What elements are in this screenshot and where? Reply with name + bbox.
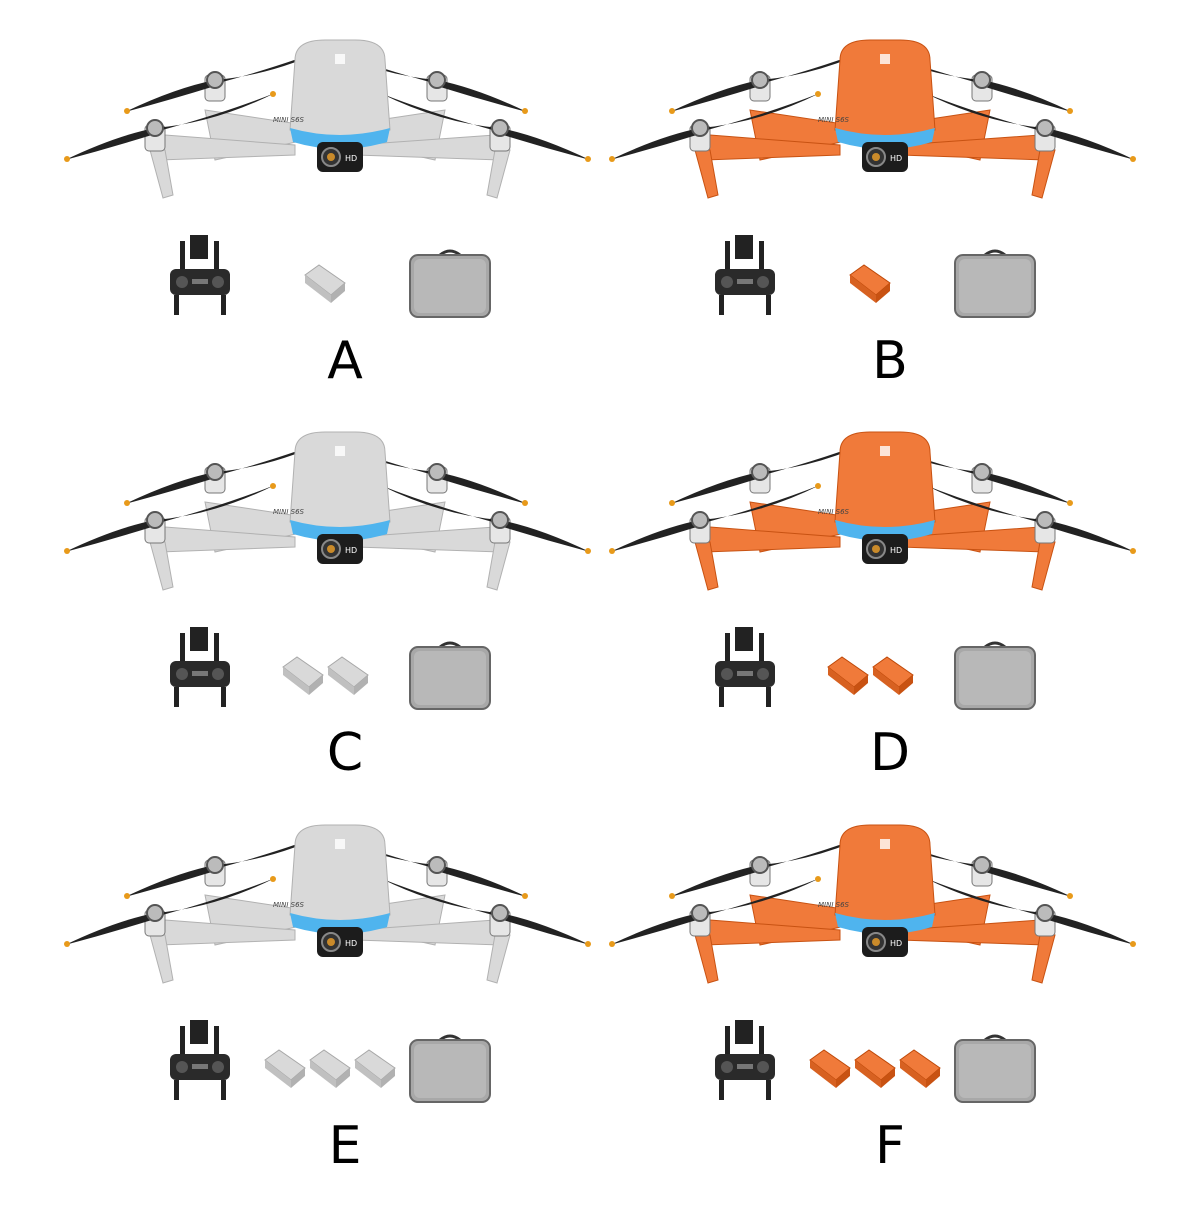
- propeller-icon: [64, 91, 276, 162]
- propeller-icon: [669, 435, 881, 506]
- carry-case-icon: [954, 249, 1036, 318]
- propeller-icon: [924, 91, 1136, 162]
- option-letter: D: [869, 723, 911, 783]
- drone-image: HD MINI S6S: [64, 39, 591, 199]
- carry-case-icon: [954, 1034, 1036, 1103]
- camera-label: HD: [890, 546, 902, 555]
- led-band: [835, 520, 935, 541]
- battery-icon: [327, 656, 369, 695]
- led-band: [835, 913, 935, 934]
- camera-label: HD: [345, 546, 357, 555]
- option-c: HD MINI S6S C: [55, 422, 615, 822]
- option-e: HD MINI S6S E: [55, 815, 615, 1215]
- propeller-icon: [124, 828, 336, 899]
- model-label: MINI S6S: [818, 901, 850, 909]
- brand-logo: [335, 839, 345, 849]
- propeller-icon: [64, 876, 276, 947]
- battery-icon: [809, 1049, 851, 1088]
- propeller-icon: [609, 876, 821, 947]
- remote-controller-icon: [170, 235, 230, 315]
- propeller-icon: [861, 828, 1073, 899]
- drone-image: HD MINI S6S: [64, 431, 591, 591]
- propeller-icon: [379, 876, 591, 947]
- camera-label: HD: [345, 154, 357, 163]
- battery-icon: [849, 264, 891, 303]
- brand-logo: [880, 54, 890, 64]
- model-label: MINI S6S: [273, 508, 305, 516]
- remote-controller-icon: [715, 627, 775, 707]
- propeller-icon: [861, 43, 1073, 114]
- option-b: HD MINI S6S B: [600, 30, 1160, 430]
- led-band: [290, 913, 390, 934]
- model-label: MINI S6S: [273, 116, 305, 124]
- battery-icon: [309, 1049, 351, 1088]
- battery-icon: [354, 1049, 396, 1088]
- brand-logo: [880, 446, 890, 456]
- model-label: MINI S6S: [818, 508, 850, 516]
- remote-controller-icon: [715, 1020, 775, 1100]
- carry-case-icon: [409, 1034, 491, 1103]
- battery-icon: [899, 1049, 941, 1088]
- camera-label: HD: [890, 154, 902, 163]
- propeller-icon: [609, 483, 821, 554]
- drone-image: HD MINI S6S: [64, 824, 591, 984]
- camera-label: HD: [890, 939, 902, 948]
- drone-image: HD MINI S6S: [609, 824, 1136, 984]
- option-f: HD MINI S6S F: [600, 815, 1160, 1215]
- carry-case-icon: [954, 641, 1036, 710]
- propeller-icon: [924, 483, 1136, 554]
- option-d: HD MINI S6S D: [600, 422, 1160, 822]
- battery-icon: [264, 1049, 306, 1088]
- battery-icon: [304, 264, 346, 303]
- model-label: MINI S6S: [818, 116, 850, 124]
- battery-icon: [854, 1049, 896, 1088]
- led-band: [835, 128, 935, 149]
- brand-logo: [335, 446, 345, 456]
- option-letter: F: [875, 1116, 905, 1176]
- propeller-icon: [124, 435, 336, 506]
- option-letter: A: [327, 331, 363, 391]
- brand-logo: [335, 54, 345, 64]
- propeller-icon: [609, 91, 821, 162]
- model-label: MINI S6S: [273, 901, 305, 909]
- camera-label: HD: [345, 939, 357, 948]
- battery-icon: [282, 656, 324, 695]
- led-band: [290, 128, 390, 149]
- propeller-icon: [379, 483, 591, 554]
- remote-controller-icon: [715, 235, 775, 315]
- carry-case-icon: [409, 249, 491, 318]
- option-letter: C: [326, 723, 364, 783]
- brand-logo: [880, 839, 890, 849]
- option-a: HD MINI S6S A: [55, 30, 615, 430]
- battery-icon: [872, 656, 914, 695]
- led-band: [290, 520, 390, 541]
- carry-case-icon: [409, 641, 491, 710]
- drone-image: HD MINI S6S: [609, 39, 1136, 199]
- option-letter: E: [328, 1116, 362, 1176]
- propeller-icon: [64, 483, 276, 554]
- remote-controller-icon: [170, 1020, 230, 1100]
- remote-controller-icon: [170, 627, 230, 707]
- option-letter: B: [872, 331, 908, 391]
- drone-image: HD MINI S6S: [609, 431, 1136, 591]
- battery-icon: [827, 656, 869, 695]
